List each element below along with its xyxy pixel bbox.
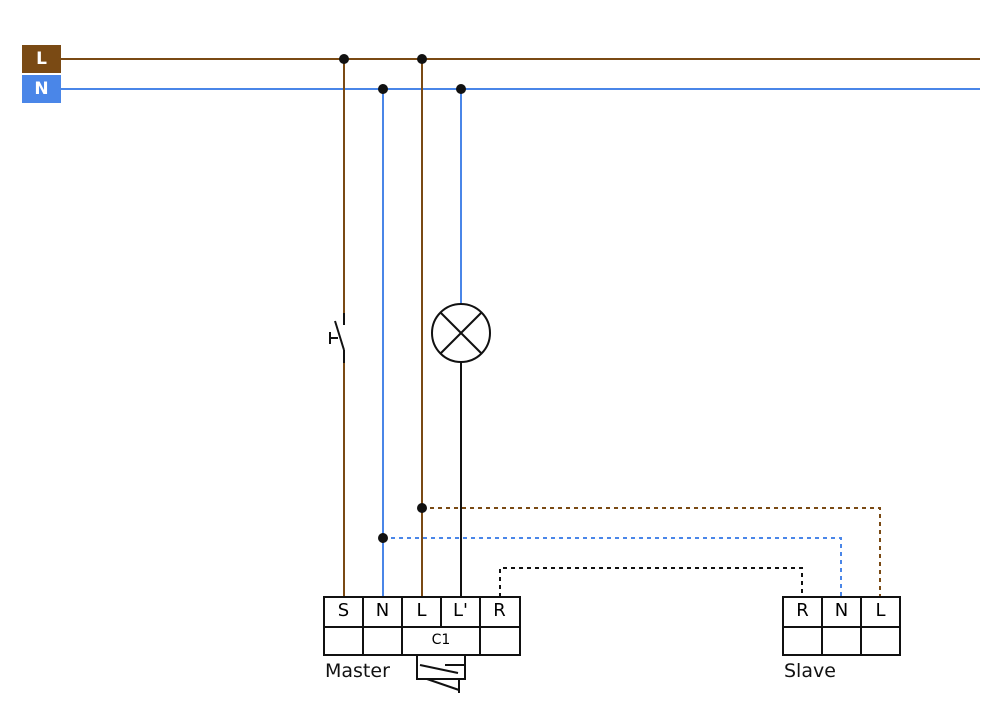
slave-terminal-l: L: [875, 600, 886, 621]
relay-contact-icon: [416, 655, 466, 693]
switch-lever: [334, 320, 345, 351]
slave-box: [782, 596, 901, 656]
master-terminal-r: R: [493, 600, 506, 621]
master-terminal-s: S: [337, 600, 350, 621]
master-label: Master: [325, 660, 390, 682]
slave-live-dashed: [422, 507, 881, 597]
neutral-bus-label: N: [22, 75, 61, 103]
slave-neutral-dashed: [383, 537, 842, 597]
master-terminal-l: L: [416, 600, 427, 621]
master-terminal-n: N: [375, 600, 390, 621]
slave-terminal-r: R: [796, 600, 809, 621]
slave-label: Slave: [784, 660, 836, 682]
contact-label: C1: [431, 632, 451, 648]
junction-dots: [339, 54, 466, 543]
live-bus-label: L: [22, 45, 61, 73]
remote-dashed: [499, 567, 803, 597]
slave-terminal-n: N: [834, 600, 849, 621]
master-box: [323, 596, 521, 656]
master-terminal-l-prime: L': [453, 600, 468, 621]
